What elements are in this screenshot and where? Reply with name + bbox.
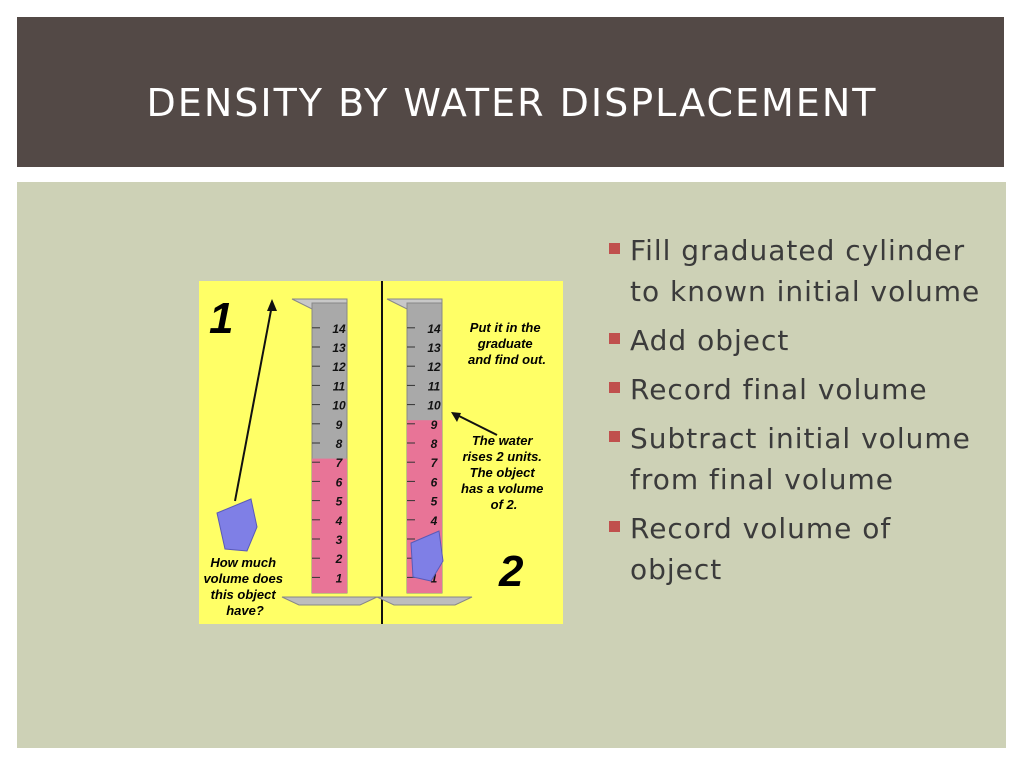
scale-label-1-7: 7 xyxy=(336,456,344,470)
panel-2-note: The water rises 2 units. The object has … xyxy=(461,433,547,512)
bullet-square-icon xyxy=(609,431,620,442)
scale-label-1-2: 2 xyxy=(335,552,343,566)
scale-label-2-11: 11 xyxy=(428,379,441,393)
scale-label-2-1: 1 xyxy=(431,571,438,585)
scale-label-2-9: 9 xyxy=(431,418,438,432)
bullet-text: Subtract initial volume from final volum… xyxy=(630,422,971,496)
scale-label-2-8: 8 xyxy=(431,437,438,451)
note-line-2: rises 2 units. xyxy=(462,449,541,464)
scale-label-1-10: 10 xyxy=(332,399,346,413)
arrow-up xyxy=(234,304,273,502)
scale-label-1-8: 8 xyxy=(336,437,343,451)
note-line-3: The object xyxy=(470,465,536,480)
panel-1-question: How much volume does this object have? xyxy=(203,555,286,618)
scale-label-1-1: 1 xyxy=(336,571,343,585)
slide-title: DENSITY BY WATER DISPLACEMENT xyxy=(146,81,878,125)
instruction-line-2: graduate xyxy=(477,336,533,351)
scale-label-2-5: 5 xyxy=(431,495,438,509)
instruction-line-3: and find out. xyxy=(468,352,546,367)
scale-label-2-10: 10 xyxy=(427,399,441,413)
cylinder-1-base xyxy=(281,596,378,606)
bullet-text: Fill graduated cylinder to known initial… xyxy=(630,234,981,308)
panel-2-number: 2 xyxy=(498,547,524,596)
bullet-text: Record volume of object xyxy=(630,512,892,586)
scale-label-2-7: 7 xyxy=(431,456,439,470)
bullet-item-record-final: Record final volume xyxy=(607,369,987,410)
cylinder-2-base xyxy=(376,596,473,606)
bullet-item-add-object: Add object xyxy=(607,320,987,361)
bullet-square-icon xyxy=(609,243,620,254)
panel-2-instruction: Put it in the graduate and find out. xyxy=(468,320,546,367)
bullet-text: Record final volume xyxy=(630,373,928,406)
question-line-3: this object xyxy=(211,587,277,602)
scale-label-2-6: 6 xyxy=(431,475,438,489)
arrow-water-level-head xyxy=(451,412,461,422)
scale-label-1-5: 5 xyxy=(336,495,343,509)
question-line-4: have? xyxy=(226,603,264,618)
bullet-item-fill-cylinder: Fill graduated cylinder to known initial… xyxy=(607,230,987,312)
scale-label-1-9: 9 xyxy=(336,418,343,432)
bullet-item-subtract: Subtract initial volume from final volum… xyxy=(607,418,987,500)
question-line-2: volume does xyxy=(203,571,282,586)
bullet-text: Add object xyxy=(630,324,790,357)
title-bar xyxy=(17,17,1004,167)
bullet-square-icon xyxy=(609,521,620,532)
arrow-water-level xyxy=(456,414,498,436)
panel-1-number: 1 xyxy=(209,294,233,343)
bullet-list: Fill graduated cylinder to known initial… xyxy=(607,230,987,598)
note-line-5: of 2. xyxy=(491,497,518,512)
scale-label-2-14: 14 xyxy=(427,322,441,336)
scale-label-2-13: 13 xyxy=(427,341,441,355)
scale-label-1-14: 14 xyxy=(332,322,346,336)
bullet-item-record-volume: Record volume of object xyxy=(607,508,987,590)
scale-label-1-6: 6 xyxy=(336,475,343,489)
bullet-square-icon xyxy=(609,333,620,344)
scale-label-2-4: 4 xyxy=(430,514,438,528)
scale-label-1-3: 3 xyxy=(336,533,343,547)
instruction-line-1: Put it in the xyxy=(470,320,541,335)
note-line-4: has a volume xyxy=(461,481,543,496)
scale-label-1-12: 12 xyxy=(332,360,346,374)
scale-label-1-4: 4 xyxy=(335,514,343,528)
question-line-1: How much xyxy=(210,555,276,570)
arrow-up-head xyxy=(267,299,277,311)
scale-label-2-12: 12 xyxy=(427,360,441,374)
object-shape-2 xyxy=(410,530,444,582)
object-shape-1 xyxy=(216,498,258,552)
note-line-1: The water xyxy=(472,433,534,448)
scale-label-1-13: 13 xyxy=(332,341,346,355)
scale-label-1-11: 11 xyxy=(333,379,346,393)
bullet-square-icon xyxy=(609,382,620,393)
